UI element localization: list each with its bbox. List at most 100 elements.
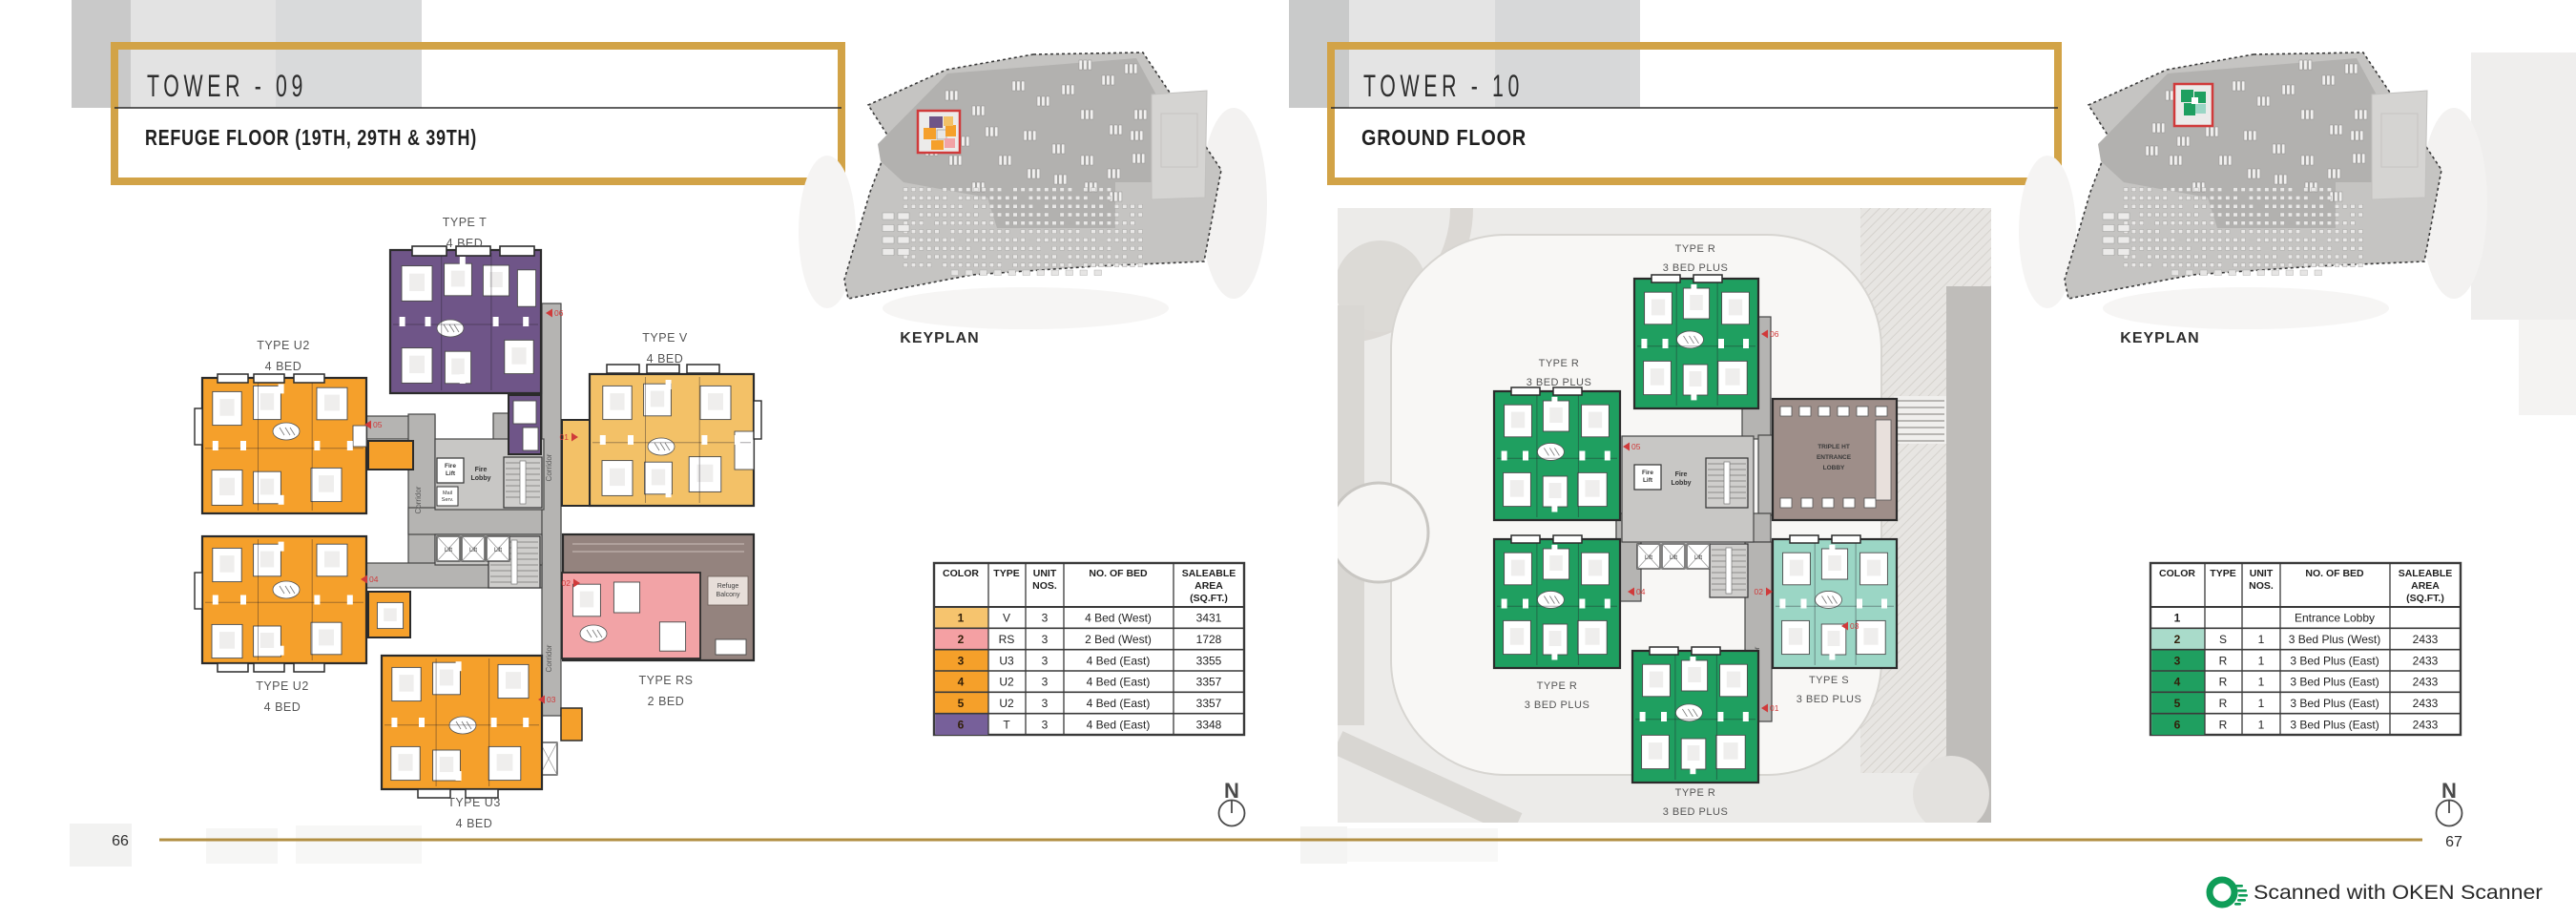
svg-text:66: 66: [112, 833, 129, 849]
svg-text:TRIPLE HT: TRIPLE HT: [1818, 444, 1850, 450]
svg-text:4 BED: 4 BED: [447, 237, 484, 250]
svg-text:1: 1: [2258, 654, 2265, 667]
svg-text:2433: 2433: [2413, 676, 2439, 689]
svg-text:5: 5: [958, 697, 965, 710]
svg-text:5: 5: [2174, 697, 2181, 710]
svg-text:04: 04: [369, 574, 379, 584]
svg-text:R: R: [2219, 676, 2228, 689]
svg-text:R: R: [2219, 718, 2228, 731]
svg-text:3: 3: [2174, 654, 2181, 667]
svg-text:1: 1: [2258, 718, 2265, 731]
svg-text:Corridor: Corridor: [545, 453, 553, 481]
svg-text:2433: 2433: [2413, 697, 2439, 710]
svg-text:3 Bed Plus (East): 3 Bed Plus (East): [2290, 697, 2379, 710]
svg-text:SALEABLE: SALEABLE: [2399, 568, 2453, 579]
svg-text:TYPE R: TYPE R: [1537, 680, 1578, 692]
svg-text:NO. OF BED: NO. OF BED: [2305, 568, 2364, 579]
svg-text:(SQ.FT.): (SQ.FT.): [1190, 593, 1228, 604]
svg-text:S: S: [2219, 633, 2227, 646]
svg-text:3 Bed Plus (East): 3 Bed Plus (East): [2290, 676, 2379, 689]
svg-text:2433: 2433: [2413, 633, 2439, 646]
svg-text:3 Bed Plus (West): 3 Bed Plus (West): [2289, 633, 2380, 646]
svg-text:2: 2: [958, 633, 965, 646]
svg-text:NOS.: NOS.: [2249, 580, 2274, 592]
svg-text:TYPE R: TYPE R: [1675, 243, 1716, 255]
svg-text:6: 6: [2174, 718, 2181, 731]
svg-text:4 Bed (West): 4 Bed (West): [1085, 612, 1152, 625]
svg-text:UNIT: UNIT: [1033, 568, 1057, 579]
svg-text:Corridor: Corridor: [414, 486, 423, 513]
svg-text:TOWER - 10: TOWER - 10: [1363, 69, 1524, 103]
svg-text:3: 3: [958, 654, 965, 667]
svg-text:AREA: AREA: [1195, 580, 1223, 592]
svg-text:U3: U3: [999, 654, 1014, 667]
svg-text:1: 1: [2174, 612, 2181, 625]
svg-text:COLOR: COLOR: [943, 568, 979, 579]
svg-text:3: 3: [1042, 654, 1049, 667]
svg-text:RS: RS: [999, 633, 1015, 646]
svg-text:Fire: Fire: [1642, 470, 1653, 476]
svg-text:3 Bed Plus (East): 3 Bed Plus (East): [2290, 654, 2379, 667]
svg-text:02: 02: [1755, 587, 1764, 596]
svg-text:02: 02: [562, 578, 571, 588]
svg-text:3 BED PLUS: 3 BED PLUS: [1525, 700, 1590, 711]
svg-text:Lobby: Lobby: [1672, 480, 1692, 487]
svg-text:NO. OF BED: NO. OF BED: [1089, 568, 1148, 579]
svg-text:LOBBY: LOBBY: [1823, 465, 1845, 471]
svg-text:4 Bed (East): 4 Bed (East): [1087, 697, 1151, 710]
svg-text:6: 6: [958, 718, 965, 731]
svg-text:Fire: Fire: [1675, 471, 1688, 478]
svg-text:U2: U2: [999, 676, 1014, 689]
svg-text:06: 06: [554, 308, 564, 318]
svg-text:Lift: Lift: [494, 548, 502, 553]
svg-text:3 BED PLUS: 3 BED PLUS: [1663, 806, 1729, 818]
svg-text:TYPE U3: TYPE U3: [447, 796, 501, 809]
svg-text:4: 4: [2174, 676, 2181, 689]
svg-text:N: N: [2441, 779, 2457, 803]
svg-text:NOS.: NOS.: [1032, 580, 1057, 592]
svg-text:3348: 3348: [1196, 718, 1222, 731]
svg-text:TYPE T: TYPE T: [443, 216, 488, 229]
svg-text:COLOR: COLOR: [2159, 568, 2195, 579]
svg-text:2: 2: [2174, 633, 2181, 646]
svg-text:UNIT: UNIT: [2250, 568, 2274, 579]
svg-text:Lift: Lift: [445, 548, 452, 553]
svg-text:TYPE S: TYPE S: [1809, 675, 1849, 686]
svg-text:05: 05: [1631, 442, 1641, 451]
svg-text:1: 1: [2258, 676, 2265, 689]
svg-text:TOWER - 09: TOWER - 09: [147, 69, 307, 103]
svg-text:Lift: Lift: [1645, 555, 1652, 561]
svg-text:05: 05: [373, 420, 383, 429]
svg-text:Lobby: Lobby: [471, 475, 491, 482]
svg-text:4 BED: 4 BED: [264, 700, 301, 714]
svg-text:03: 03: [1850, 621, 1859, 631]
svg-text:2 Bed (West): 2 Bed (West): [1085, 633, 1152, 646]
svg-text:ENTRANCE: ENTRANCE: [1817, 454, 1852, 461]
svg-text:3: 3: [1042, 718, 1049, 731]
svg-text:1: 1: [2258, 633, 2265, 646]
svg-text:4 BED: 4 BED: [265, 360, 302, 373]
svg-text:AREA: AREA: [2411, 580, 2440, 592]
svg-text:3 BED PLUS: 3 BED PLUS: [1527, 377, 1592, 388]
svg-text:Refuge: Refuge: [717, 583, 739, 590]
svg-text:Mail: Mail: [443, 491, 452, 496]
svg-text:2433: 2433: [2413, 654, 2439, 667]
svg-text:TYPE U2: TYPE U2: [256, 679, 309, 693]
svg-text:Lift: Lift: [1643, 477, 1653, 484]
svg-text:Balcony: Balcony: [717, 592, 740, 598]
svg-text:4 Bed (East): 4 Bed (East): [1087, 676, 1151, 689]
svg-text:Fire: Fire: [445, 463, 456, 470]
svg-text:R: R: [2219, 654, 2228, 667]
svg-text:01: 01: [560, 432, 570, 442]
svg-text:T: T: [1003, 718, 1010, 731]
svg-text:3 BED PLUS: 3 BED PLUS: [1663, 262, 1729, 274]
svg-text:Lift: Lift: [1670, 555, 1677, 561]
svg-text:4 BED: 4 BED: [456, 817, 493, 830]
svg-text:TYPE R: TYPE R: [1675, 787, 1716, 799]
svg-text:GROUND FLOOR: GROUND FLOOR: [1361, 125, 1527, 150]
svg-text:Scanned with OKEN Scanner: Scanned with OKEN Scanner: [2254, 882, 2543, 904]
svg-text:Lift: Lift: [1694, 555, 1702, 561]
svg-text:TYPE V: TYPE V: [642, 331, 688, 345]
svg-text:TYPE RS: TYPE RS: [639, 674, 694, 687]
svg-text:3355: 3355: [1196, 654, 1222, 667]
